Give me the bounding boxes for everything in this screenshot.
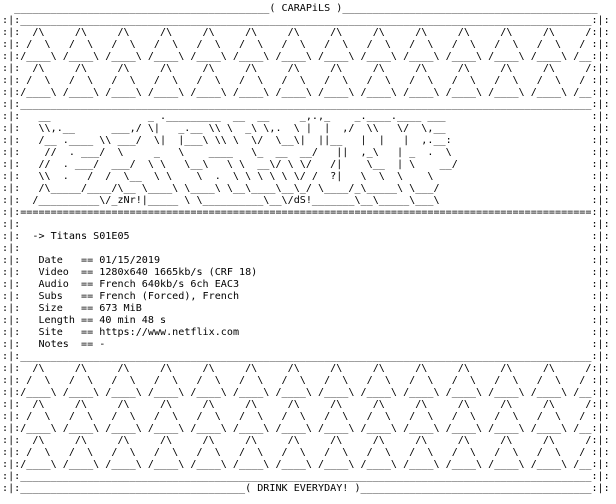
nfo-line: :|:/____\ /____\ /____\ /____\ /____\ /_… [2, 87, 610, 98]
nfo-line: :|: /\_____/____/\__ \____\ \____\ \__\_… [2, 183, 610, 194]
field-length-value: 40 min 48 s [99, 315, 592, 326]
field-video-label: Video [38, 267, 82, 278]
nfo-text-art: ________________________________________… [2, 3, 614, 501]
nfo-line: :|: Notes == - :|: [2, 339, 610, 350]
nfo-line: :|:_____________________________________… [2, 99, 610, 110]
nfo-line: :|: /\ /\ /\ /\ /\ /\ /\ /\ /\ /\ /\ /\ … [2, 63, 610, 74]
nfo-line: :|:/____\ /____\ /____\ /____\ /____\ /_… [2, 459, 610, 470]
nfo-line: :|: /__________\/_zNr!|_____ \ \________… [2, 195, 610, 206]
field-date-label: Date [38, 255, 82, 266]
nfo-line: :|: / \ / \ / \ / \ / \ / \ / \ / \ / \ … [2, 411, 610, 422]
group-name: CARAPiLS [281, 3, 331, 14]
nfo-line: :|: /\ /\ /\ /\ /\ /\ /\ /\ /\ /\ /\ /\ … [2, 363, 610, 374]
nfo-line: :|:_____________________________________… [2, 351, 610, 362]
field-date-value: 01/15/2019 [99, 255, 592, 266]
field-subs-value: French (Forced), French [99, 291, 592, 302]
nfo-line: :|: / \ / \ / \ / \ / \ / \ / \ / \ / \ … [2, 447, 610, 458]
nfo-line: :|: /__ .____ \\ ___/ \| |___\ \\ \ \/ \… [2, 135, 610, 146]
nfo-line: :|:/____\ /____\ /____\ /____\ /____\ /_… [2, 423, 610, 434]
nfo-line: :|: -> Titans S01E05 :|: [2, 231, 610, 242]
field-size-value: 673 MiB [99, 303, 592, 314]
nfo-line: :|: // . ___/ \ _ \ ____ \_ __ __/ || ,_… [2, 147, 610, 158]
field-audio-value: French 640kb/s 6ch EAC3 [99, 279, 592, 290]
field-notes-label: Notes [38, 339, 82, 350]
nfo-line: :|: /\ /\ /\ /\ /\ /\ /\ /\ /\ /\ /\ /\ … [2, 27, 610, 38]
field-audio-label: Audio [38, 279, 82, 290]
nfo-line: :|: \\,.__ ___,/ \| _.__ \\ \ _\ \,. \ |… [2, 123, 610, 134]
field-video-value: 1280x640 1665kb/s (CRF 18) [99, 267, 592, 278]
nfo-line: :|: / \ / \ / \ / \ / \ / \ / \ / \ / \ … [2, 39, 610, 50]
nfo-line: :|: Date == 01/15/2019 :|: [2, 255, 610, 266]
nfo-line: :|: Audio == French 640kb/s 6ch EAC3 :|: [2, 279, 610, 290]
field-site-value: https://www.netflix.com [99, 327, 592, 338]
nfo-line: :|: Size == 673 MiB :|: [2, 303, 610, 314]
nfo-line: :|:/____\ /____\ /____\ /____\ /____\ /_… [2, 51, 610, 62]
release-title: -> Titans S01E05 [20, 231, 592, 242]
nfo-line: :|:_____________________________________… [2, 483, 610, 494]
nfo-line: :|: __ _ ._________ __ __ _,.,_ _.____._… [2, 111, 610, 122]
field-subs-label: Subs [38, 291, 82, 302]
nfo-line: :|: / \ / \ / \ / \ / \ / \ / \ / \ / \ … [2, 375, 610, 386]
nfo-line: :|: / \ / \ / \ / \ / \ / \ / \ / \ / \ … [2, 75, 610, 86]
nfo-line: :|:_____________________________________… [2, 471, 610, 482]
field-notes-value: - [99, 339, 592, 350]
nfo-line: :|: /\ /\ /\ /\ /\ /\ /\ /\ /\ /\ /\ /\ … [2, 399, 610, 410]
nfo-line: :|:_____________________________________… [2, 15, 610, 26]
nfo-line: :|: :|: [2, 243, 610, 254]
slogan: DRINK EVERYDAY! [257, 483, 349, 494]
field-site-label: Site [38, 327, 82, 338]
nfo-line: ________________________________________… [2, 3, 610, 14]
nfo-line: :|:/____\ /____\ /____\ /____\ /____\ /_… [2, 387, 610, 398]
nfo-line: :|: Site == https://www.netflix.com :|: [2, 327, 610, 338]
field-length-label: Length [38, 315, 82, 326]
nfo-line: :|:=====================================… [2, 207, 610, 218]
nfo-line: :|: :|: [2, 219, 610, 230]
nfo-line: :|: Length == 40 min 48 s :|: [2, 315, 610, 326]
nfo-line: :|: // . ___/ ___/ \ \ \__\ \ \ __\/ \ \… [2, 159, 610, 170]
nfo-line: :|: \\ . / / \__ \ \ \ . \ \ \ \ \ \/ / … [2, 171, 610, 182]
field-size-label: Size [38, 303, 82, 314]
nfo-line: :|: /\ /\ /\ /\ /\ /\ /\ /\ /\ /\ /\ /\ … [2, 435, 610, 446]
nfo-line: :|: Video == 1280x640 1665kb/s (CRF 18) … [2, 267, 610, 278]
nfo-line: :|: Subs == French (Forced), French :|: [2, 291, 610, 302]
